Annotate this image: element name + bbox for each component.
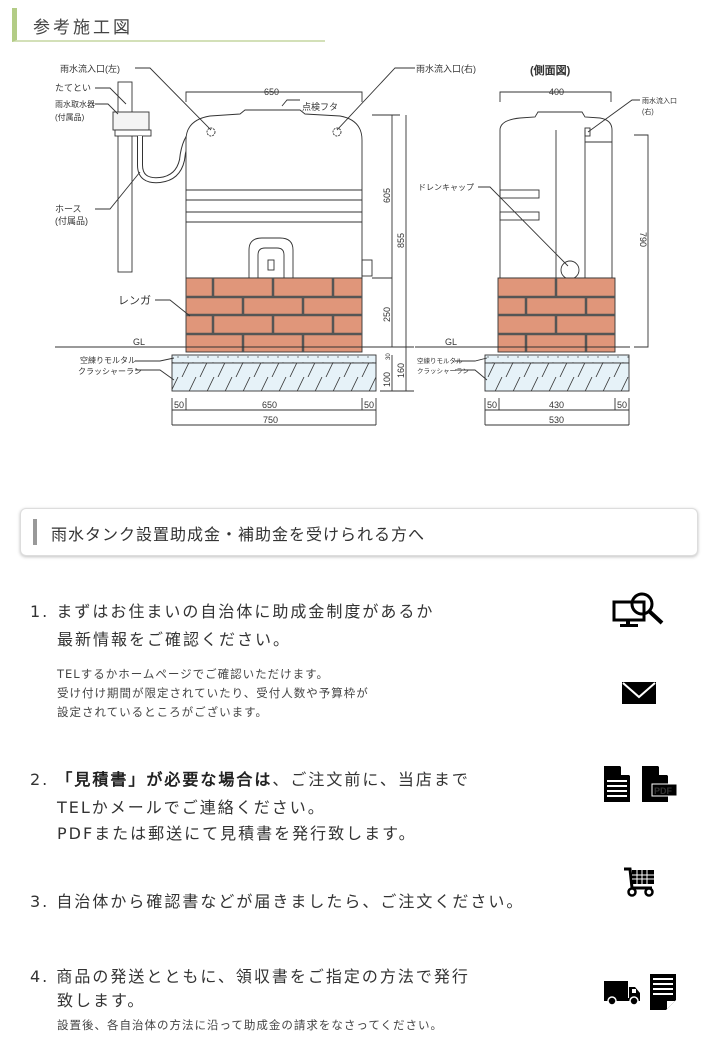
side-dim-50-left: 50 [487, 400, 497, 410]
label-drain-cap: ドレンキャップ [418, 183, 474, 192]
dim-160: 160 [396, 363, 406, 378]
step-4-note: 設置後、各自治体の方法に沿って助成金の請求をなさってください。 [57, 1018, 444, 1032]
side-label-inlet-note: (右) [642, 107, 654, 116]
pdf-icon: PDF [642, 766, 678, 802]
dim-650: 650 [262, 400, 277, 410]
label-mortar: 空練りモルタル [80, 355, 136, 365]
step-1-line2: 最新情報をご確認ください。 [57, 630, 292, 649]
cart-icon [624, 867, 654, 897]
label-collector-note: (付属品) [55, 112, 85, 122]
pdf-label: PDF [654, 786, 673, 796]
label-crusher: クラッシャーラン [78, 367, 142, 376]
dim-50-left: 50 [174, 400, 184, 410]
side-view-title: (側面図) [530, 63, 571, 77]
step-2-bold: 「見積書」が必要な場合は [56, 770, 273, 789]
front-view [55, 67, 415, 426]
step-1-line1: 1. まずはお住まいの自治体に助成金制度があるか [30, 602, 435, 621]
label-inlet-left: 雨水流入口(左) [60, 63, 120, 74]
dim-50-right: 50 [364, 400, 374, 410]
mail-icon [622, 682, 656, 704]
label-downspout: たてとい [55, 83, 91, 93]
dim-400: 400 [549, 87, 564, 97]
section-title: 参考施工図 [12, 8, 325, 42]
step-2-line2: TELかメールでご連絡ください。 [57, 798, 326, 817]
side-dim-50-right: 50 [617, 400, 627, 410]
installation-diagram: 雨水流入口(左) たてとい 雨水取水器 (付属品) ホース (付属品) 点検フタ… [55, 63, 677, 426]
label-hose-note: (付属品) [55, 216, 88, 226]
dim-605: 605 [382, 188, 392, 203]
dim-855: 855 [396, 233, 406, 248]
dim-30: 30 [386, 353, 392, 360]
dim-530: 530 [549, 415, 564, 425]
step-4-line1: 4. 商品の発送とともに、領収書をご指定の方法で発行 [30, 967, 470, 986]
section-title-text: 参考施工図 [33, 18, 133, 38]
step-1-note: 受け付け期間が限定されていたり、受付人数や予算枠が [57, 686, 369, 700]
document-icon [604, 766, 630, 802]
label-hose: ホース [55, 204, 82, 214]
step-3-line1: 3. 自治体から確認書などが届きましたら、ご注文ください。 [30, 892, 525, 911]
label-lid: 点検フタ [302, 101, 338, 112]
side-view [415, 91, 649, 426]
side-label-gl: GL [445, 337, 457, 347]
dim-250: 250 [382, 307, 392, 322]
monitor-search-icon [612, 592, 664, 627]
step-2-line3: PDFまたは郵送にて見積書を発行致します。 [57, 824, 417, 843]
dim-430: 430 [549, 400, 564, 410]
dim-750: 750 [263, 415, 278, 425]
subsidy-heading: 雨水タンク設置助成金・補助金を受けられる方へ [51, 525, 426, 544]
side-label-inlet: 雨水流入口 [642, 96, 677, 105]
side-label-mortar: 空練りモルタル [417, 356, 463, 365]
step-1-note: TELするかホームページでご確認いただけます。 [57, 667, 329, 681]
side-label-crusher: クラッシャーラン [417, 367, 469, 375]
truck-icon [604, 981, 640, 1006]
label-brick: レンガ [118, 294, 151, 307]
step-4-line2: 致します。 [57, 991, 146, 1010]
label-inlet-right: 雨水流入口(右) [416, 63, 476, 74]
label-collector: 雨水取水器 [55, 99, 95, 109]
step-2-number: 2. [30, 770, 57, 789]
subsidy-heading-box: 雨水タンク設置助成金・補助金を受けられる方へ [20, 508, 698, 556]
dim-650-top: 650 [264, 87, 279, 97]
step-1-note: 設定されているところがございます。 [57, 705, 269, 719]
label-gl: GL [133, 337, 145, 347]
receipt-icon [650, 974, 676, 1010]
dim-790: 790 [638, 232, 648, 247]
dim-100: 100 [382, 372, 392, 387]
step-2-line1: 、ご注文前に、当店まで [272, 770, 470, 789]
